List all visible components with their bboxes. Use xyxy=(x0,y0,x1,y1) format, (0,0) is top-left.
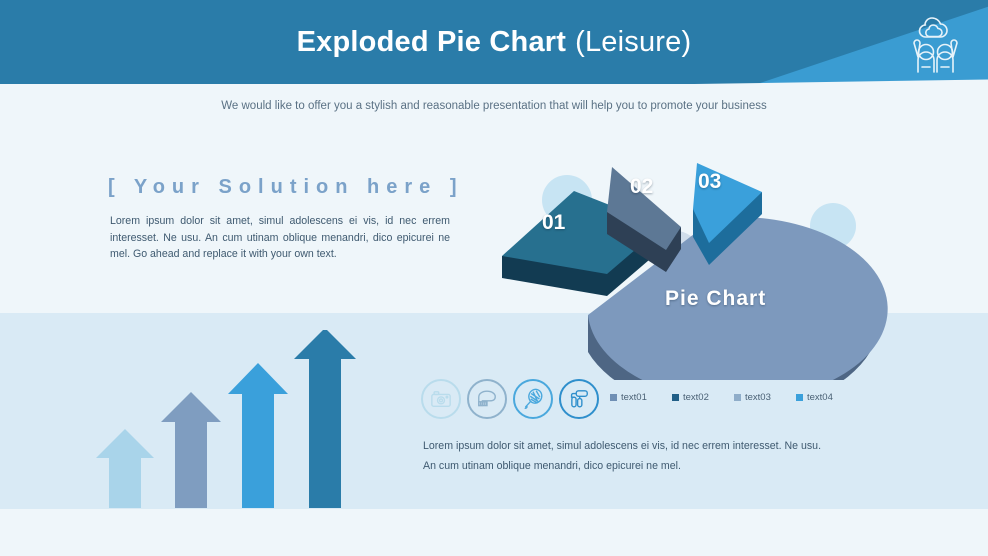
pie-slice-main xyxy=(588,216,888,380)
racket-icon[interactable] xyxy=(513,379,553,419)
piano-icon[interactable] xyxy=(467,379,507,419)
paint-roller-icon[interactable] xyxy=(559,379,599,419)
legend-item[interactable]: text02 xyxy=(672,392,734,403)
legend-label: text02 xyxy=(683,392,709,403)
legend-swatch-icon xyxy=(796,394,803,401)
slide-header: Exploded Pie Chart (Leisure) xyxy=(0,0,988,84)
page-title-bold: Exploded Pie Chart xyxy=(296,25,567,58)
chart-legend: text01 text02 text03 text04 xyxy=(610,392,858,403)
pie-slice-03 xyxy=(693,163,762,265)
camera-icon[interactable] xyxy=(421,379,461,419)
pie-slice-02 xyxy=(607,167,681,272)
legend-swatch-icon xyxy=(672,394,679,401)
header-diagonal-notch xyxy=(694,79,988,84)
legend-swatch-icon xyxy=(734,394,741,401)
header-underline xyxy=(0,84,988,87)
legend-item[interactable]: text03 xyxy=(734,392,796,403)
subtitle-text: We would like to offer you a stylish and… xyxy=(221,100,767,112)
arrow-bar-3 xyxy=(228,363,288,508)
arrow-bar-graphic xyxy=(96,330,356,508)
legend-swatch-icon xyxy=(610,394,617,401)
icon-row xyxy=(421,379,599,419)
pie-label-03: 03 xyxy=(698,170,722,193)
legend-item[interactable]: text04 xyxy=(796,392,858,403)
exploded-pie-chart: 01 02 03 Pie Chart xyxy=(480,155,910,380)
background-band-bottom xyxy=(0,509,988,556)
pie-label-02: 02 xyxy=(630,175,654,198)
legend-label: text01 xyxy=(621,392,647,403)
people-cloud-icon xyxy=(913,17,958,73)
legend-label: text04 xyxy=(807,392,833,403)
legend-label: text03 xyxy=(745,392,771,403)
pie-chart-svg xyxy=(502,163,888,380)
page-title: Exploded Pie Chart (Leisure) xyxy=(0,0,988,84)
arrow-bar-1 xyxy=(96,429,154,508)
legend-item[interactable]: text01 xyxy=(610,392,672,403)
pie-label-main: Pie Chart xyxy=(665,287,767,310)
arrow-bar-4 xyxy=(294,330,356,508)
solution-body-text: Lorem ipsum dolor sit amet, simul adoles… xyxy=(110,215,450,260)
page-title-regular: (Leisure) xyxy=(575,25,692,58)
bottom-paragraph: Lorem ipsum dolor sit amet, simul adoles… xyxy=(423,440,822,472)
solution-heading: [ Your Solution here ] xyxy=(108,176,464,198)
pie-label-01: 01 xyxy=(542,211,566,234)
arrow-bar-2 xyxy=(161,392,221,508)
